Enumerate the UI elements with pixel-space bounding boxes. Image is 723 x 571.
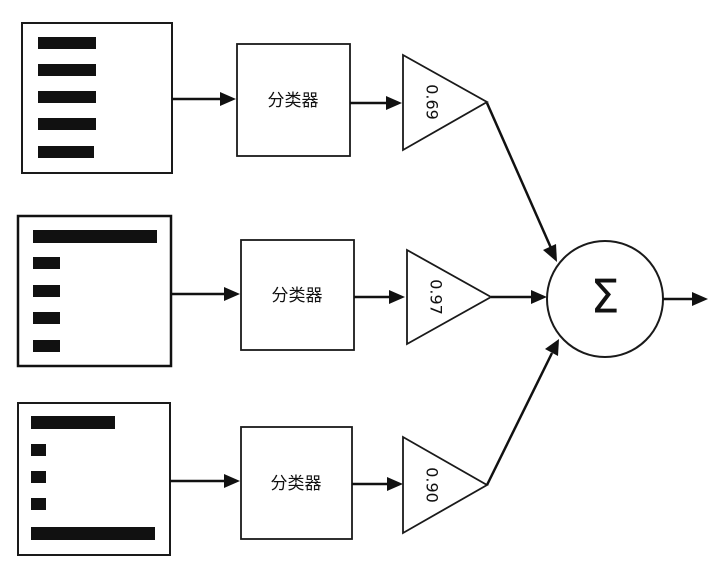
input-panel-3-bar [31, 527, 155, 540]
weight-value: 0.97 [427, 279, 446, 315]
input-panel-3-bar [31, 416, 115, 429]
arrow-head [387, 477, 403, 491]
classifier-label: 分类器 [272, 286, 323, 306]
arrow-head [224, 287, 240, 301]
arrow-head [389, 290, 405, 304]
arrow-head [531, 290, 547, 304]
output-arrow [663, 292, 708, 306]
classifier-label: 分类器 [268, 91, 319, 111]
input-panel-1-bar [38, 64, 96, 76]
weight-triangle-2: 0.97 [406, 248, 493, 346]
classifier-box-3-frame [240, 426, 353, 540]
arrow-head [220, 92, 236, 106]
input-panel-1-bar [38, 118, 96, 130]
input-panel-2-bar [33, 312, 60, 324]
classifier-to-weight-arrows [350, 96, 405, 491]
weight-triangle-3: 0.90 [402, 435, 489, 535]
panel-to-classifier-arrows [170, 92, 240, 488]
input-panel-1-bar [38, 37, 96, 49]
classifier-label: 分类器 [271, 474, 322, 494]
input-panel-2 [16, 214, 173, 368]
input-panel-3 [17, 402, 171, 556]
input-panel-3-bar [31, 444, 46, 456]
weight-triangle-1: 0.69 [402, 53, 489, 152]
classifier-box-2: 分类器 [240, 239, 355, 351]
weight-triangle-2-shape [406, 248, 493, 346]
input-panel-2-bar [33, 340, 60, 352]
arrow-line [485, 352, 554, 486]
input-panel-3-bar [31, 471, 46, 483]
input-panel-1-bar [38, 91, 96, 103]
classifier-box-1: 分类器 [236, 43, 351, 157]
summation-node: Σ [546, 240, 664, 358]
arrow-head [386, 96, 402, 110]
arrow-head [543, 244, 557, 262]
weight-value: 0.90 [423, 467, 442, 503]
input-panel-1-bar [38, 146, 94, 158]
input-panel-1 [21, 22, 173, 174]
weight-triangle-1-shape [402, 53, 489, 152]
weight-value: 0.69 [423, 84, 442, 120]
arrow-head [692, 292, 708, 306]
input-panel-2-bar [33, 230, 157, 243]
arrow-line [485, 102, 553, 249]
input-panel-2-bar [33, 257, 60, 269]
classifier-box-1-frame [236, 43, 351, 157]
arrow-head [224, 474, 240, 488]
input-panel-2-bar [33, 285, 60, 297]
input-panel-3-bar [31, 498, 46, 510]
weight-triangle-3-shape [402, 435, 489, 535]
sum-symbol: Σ [590, 270, 619, 324]
classifier-box-3: 分类器 [240, 426, 353, 540]
classifier-box-2-frame [240, 239, 355, 351]
arrow-head [545, 339, 559, 356]
weight-to-sum-arrows [485, 102, 559, 486]
